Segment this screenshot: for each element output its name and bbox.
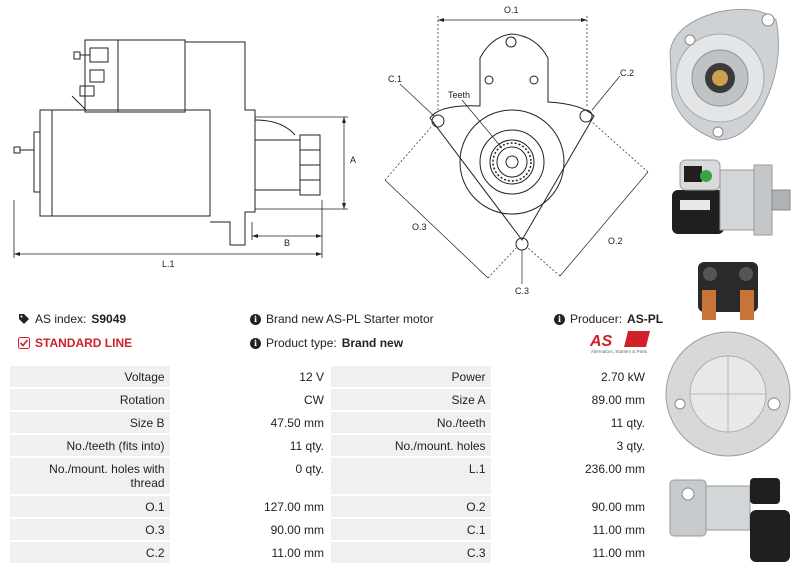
spec-value: 12 V bbox=[171, 366, 329, 387]
photo-rear-view bbox=[665, 262, 791, 457]
photo-angled-view bbox=[669, 478, 790, 562]
flange-outline bbox=[429, 33, 595, 241]
dimension-o3 bbox=[384, 179, 489, 279]
pinion-teeth bbox=[492, 142, 532, 182]
spec-label: No./mount. holes with thread bbox=[10, 458, 170, 494]
spec-value: 89.00 mm bbox=[492, 389, 650, 410]
table-row: C.2 11.00 mm C.3 11.00 mm bbox=[10, 542, 650, 563]
mount-hole-c1 bbox=[431, 114, 445, 128]
tag-icon bbox=[18, 313, 30, 325]
as-index: AS index: S9049 bbox=[18, 312, 126, 326]
spec-label: No./teeth bbox=[330, 412, 491, 433]
spec-value: 127.00 mm bbox=[171, 496, 329, 517]
spec-label: No./teeth (fits into) bbox=[10, 435, 170, 456]
logo-tagline: Alternators, Starters & Parts bbox=[590, 349, 648, 354]
spec-value: CW bbox=[171, 389, 329, 410]
spec-label: L.1 bbox=[330, 458, 491, 494]
table-row: No./mount. holes with thread 0 qty. L.1 … bbox=[10, 458, 650, 494]
spec-label: C.3 bbox=[330, 542, 491, 563]
front-housing-circle bbox=[459, 109, 565, 215]
info-icon: i bbox=[250, 337, 261, 349]
spec-label: Power bbox=[330, 366, 491, 387]
label-o2: O.2 bbox=[608, 236, 623, 246]
product-photos bbox=[665, 8, 791, 562]
spec-value: 11.00 mm bbox=[171, 542, 329, 563]
as-index-label: AS index: bbox=[35, 312, 87, 326]
spec-value: 47.50 mm bbox=[171, 412, 329, 433]
spec-value: 11.00 mm bbox=[492, 519, 650, 540]
photo-side-view bbox=[672, 159, 791, 236]
solenoid-outline bbox=[84, 39, 186, 113]
table-row: O.1 127.00 mm O.2 90.00 mm bbox=[10, 496, 650, 517]
as-pl-logo: AS bbox=[589, 331, 650, 350]
spec-value: 3 qty. bbox=[492, 435, 650, 456]
label-o1: O.1 bbox=[504, 5, 519, 15]
label-c3: C.3 bbox=[515, 286, 529, 296]
standard-line-label: STANDARD LINE bbox=[35, 336, 133, 350]
spec-label: Rotation bbox=[10, 389, 170, 410]
spec-value: 2.70 kW bbox=[492, 366, 650, 387]
spec-label: O.3 bbox=[10, 519, 170, 540]
gear-housing-outline bbox=[185, 41, 256, 246]
spec-value: 90.00 mm bbox=[492, 496, 650, 517]
producer-label: Producer: bbox=[570, 312, 623, 326]
producer-value: AS-PL bbox=[627, 312, 664, 326]
table-row: Voltage 12 V Power 2.70 kW bbox=[10, 366, 650, 387]
spec-value: 90.00 mm bbox=[171, 519, 329, 540]
as-index-value: S9049 bbox=[91, 312, 127, 326]
spec-value: 11 qty. bbox=[492, 412, 650, 433]
label-a: A bbox=[350, 155, 356, 165]
photo-flange-view bbox=[669, 8, 779, 141]
checkbox-check-icon bbox=[18, 337, 30, 349]
product-type-label: Product type: bbox=[266, 336, 337, 350]
table-row: O.3 90.00 mm C.1 11.00 mm bbox=[10, 519, 650, 540]
spec-label: Voltage bbox=[10, 366, 170, 387]
label-c1: C.1 bbox=[388, 74, 402, 84]
info-icon: i bbox=[554, 313, 565, 325]
spec-label: C.2 bbox=[10, 542, 170, 563]
label-o3: O.3 bbox=[412, 222, 427, 232]
spec-label: C.1 bbox=[330, 519, 491, 540]
spec-label: Size B bbox=[10, 412, 170, 433]
label-c2: C.2 bbox=[620, 68, 634, 78]
producer: i Producer: AS-PL bbox=[554, 312, 663, 326]
spec-value: 11.00 mm bbox=[492, 542, 650, 563]
product-type: i Product type: Brand new bbox=[250, 336, 403, 350]
label-l1: L.1 bbox=[162, 259, 175, 269]
table-row: No./teeth (fits into) 11 qty. No./mount.… bbox=[10, 435, 650, 456]
technical-drawing: L.1 B A O.1 C.1 C.2 bbox=[13, 5, 649, 296]
mount-hole-c2 bbox=[579, 109, 593, 123]
standard-line: STANDARD LINE bbox=[18, 336, 132, 350]
table-row: Rotation CW Size A 89.00 mm bbox=[10, 389, 650, 410]
spec-value: 11 qty. bbox=[171, 435, 329, 456]
info-icon: i bbox=[250, 313, 261, 325]
spec-label: O.1 bbox=[10, 496, 170, 517]
spec-value: 0 qty. bbox=[171, 458, 329, 494]
table-row: Size B 47.50 mm No./teeth 11 qty. bbox=[10, 412, 650, 433]
motor-body-outline bbox=[39, 109, 211, 217]
spec-value: 236.00 mm bbox=[492, 458, 650, 494]
label-teeth: Teeth bbox=[448, 90, 470, 100]
label-b: B bbox=[284, 238, 290, 248]
spec-label: O.2 bbox=[330, 496, 491, 517]
spec-label: Size A bbox=[330, 389, 491, 410]
brand-text: Brand new AS-PL Starter motor bbox=[266, 312, 434, 326]
logo-text: AS bbox=[589, 333, 613, 350]
spec-table: Voltage 12 V Power 2.70 kW Rotation CW S… bbox=[8, 364, 652, 565]
brand-note: i Brand new AS-PL Starter motor bbox=[250, 312, 434, 326]
product-type-value: Brand new bbox=[341, 336, 404, 350]
spec-label: No./mount. holes bbox=[330, 435, 491, 456]
dimension-o2 bbox=[559, 171, 649, 277]
